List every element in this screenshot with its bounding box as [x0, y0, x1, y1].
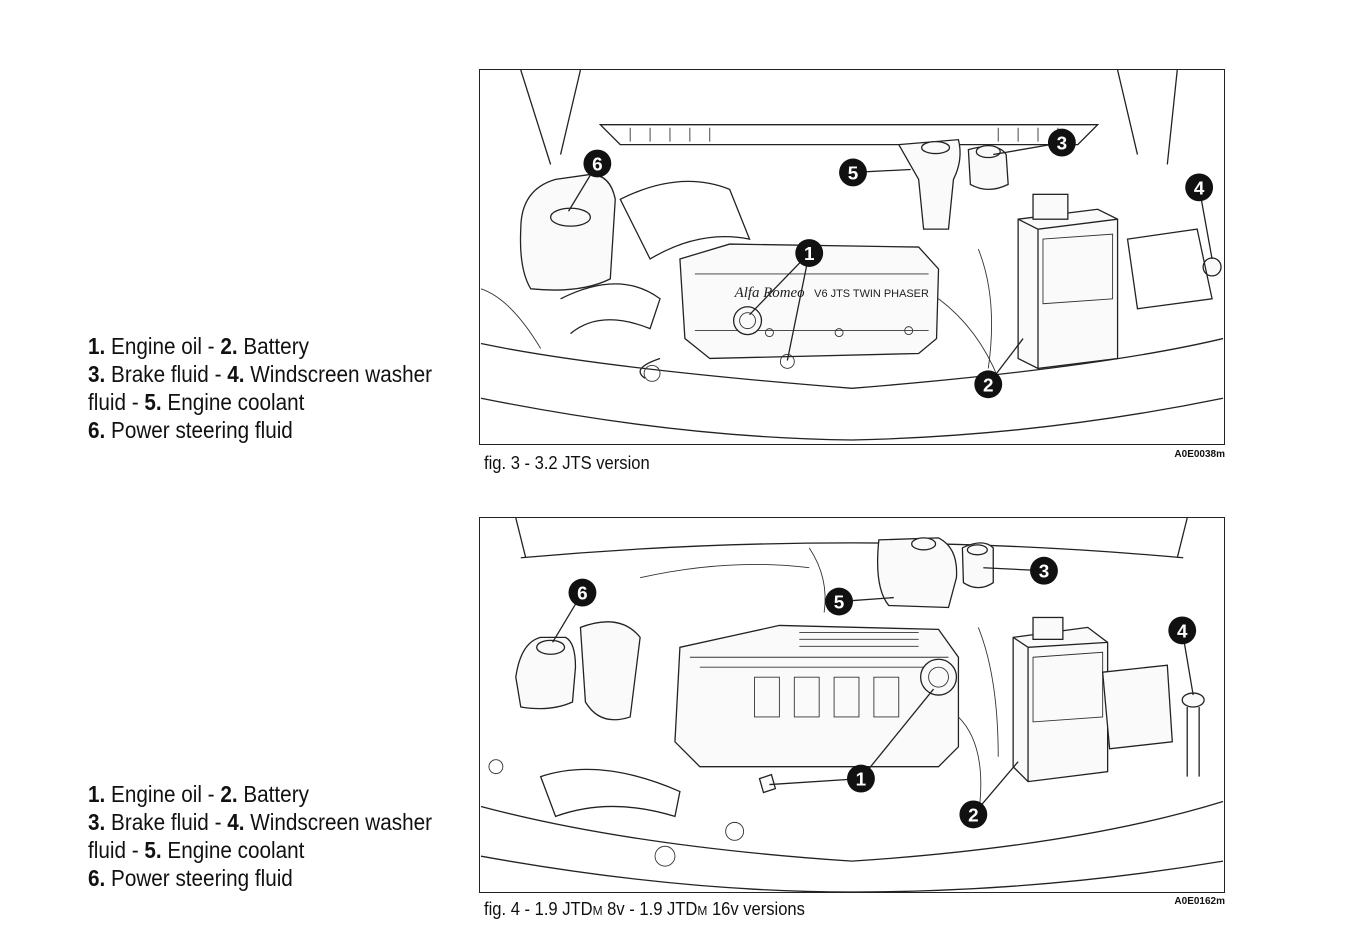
callout-6-power-steering: 6 [568, 578, 597, 607]
svg-text:2: 2 [968, 805, 979, 826]
engine-cover-label: V6 JTS TWIN PHASER [814, 288, 929, 300]
callout-1-engine-oil-cap: 1 [795, 239, 824, 267]
svg-text:4: 4 [1177, 621, 1188, 642]
svg-text:6: 6 [577, 584, 588, 605]
engine-bay-figure-3: Alfa Romeo V6 JTS TWIN PHASER [479, 69, 1225, 445]
engine-bay-figure-4: 1 2 3 4 5 6 [479, 517, 1225, 893]
figure-3-code: A0E0038m [1174, 449, 1225, 460]
svg-text:3: 3 [1057, 134, 1068, 155]
svg-text:2: 2 [983, 375, 994, 396]
legend-line: 1. Engine oil - 2. Battery [88, 333, 309, 359]
legend-line: 1. Engine oil - 2. Battery [88, 781, 309, 807]
callout-4-washer-fluid: 4 [1168, 616, 1197, 645]
svg-text:6: 6 [592, 154, 603, 175]
engine-bay-illustration: 1 2 3 4 5 6 [480, 518, 1224, 892]
svg-text:1: 1 [856, 770, 867, 791]
callout-1-engine-oil: 1 [847, 764, 875, 793]
svg-text:4: 4 [1194, 178, 1205, 199]
callout-2-battery: 2 [974, 370, 1003, 399]
legend-line: 6. Power steering fluid [88, 417, 293, 443]
callout-6-power-steering: 6 [583, 149, 612, 178]
figure-4-caption: fig. 4 - 1.9 JTDM 8v - 1.9 JTDM 16v vers… [484, 899, 805, 919]
legend-line: fluid - 5. Engine coolant [88, 837, 305, 863]
callout-4-washer-fluid: 4 [1185, 173, 1214, 202]
callout-3-brake-fluid: 3 [1047, 128, 1076, 157]
svg-text:3: 3 [1039, 562, 1050, 583]
svg-text:5: 5 [848, 163, 859, 184]
callout-3-brake-fluid: 3 [1030, 556, 1058, 585]
legend-line: fluid - 5. Engine coolant [88, 389, 305, 415]
legend-line: 6. Power steering fluid [88, 865, 293, 891]
engine-cover-logo: Alfa Romeo [734, 285, 806, 301]
callout-5-engine-coolant: 5 [839, 158, 867, 187]
legend-line: 3. Brake fluid - 4. Windscreen washer [88, 809, 433, 835]
figure-3-caption: fig. 3 - 3.2 JTS version [484, 453, 650, 473]
legend-line: 3. Brake fluid - 4. Windscreen washer [88, 361, 433, 387]
svg-text:5: 5 [834, 593, 845, 614]
figure-4-code: A0E0162m [1174, 896, 1225, 907]
callout-5-engine-coolant: 5 [825, 587, 853, 616]
legend-bottom: 1. Engine oil - 2. Battery 3. Brake flui… [88, 780, 433, 892]
engine-bay-illustration: Alfa Romeo V6 JTS TWIN PHASER [480, 70, 1224, 441]
callout-2-battery: 2 [959, 800, 988, 829]
svg-text:1: 1 [804, 244, 815, 265]
legend-top: 1. Engine oil - 2. Battery 3. Brake flui… [88, 332, 433, 444]
